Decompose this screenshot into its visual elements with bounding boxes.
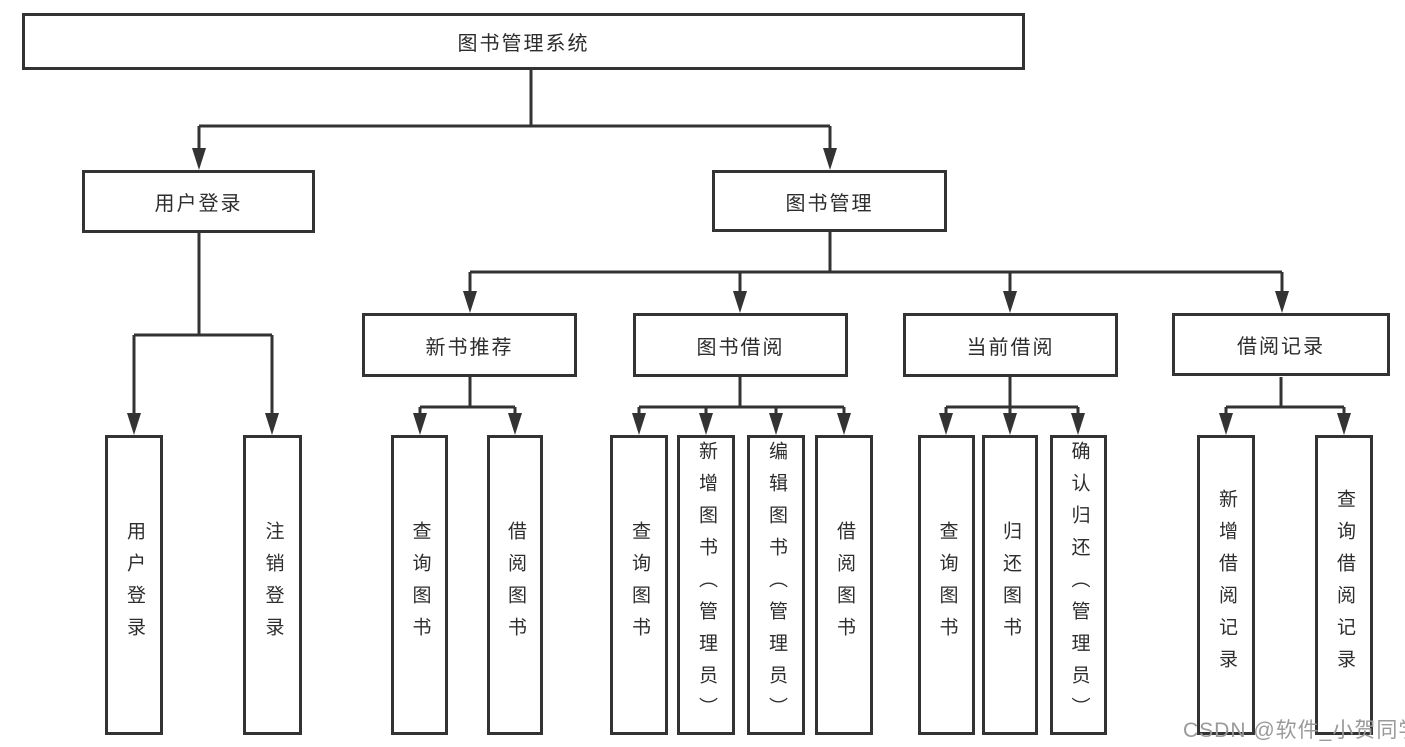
node-label: 当前借阅 (966, 336, 1055, 359)
node-label: 图书管理 (785, 192, 874, 215)
node-label: 用户登录 (123, 521, 145, 649)
node-label: 图书借阅 (696, 336, 785, 359)
node-label: 查询图书 (936, 521, 958, 649)
node-label: 查询图书 (628, 521, 650, 649)
leaf-borrowing-query-books: 查询图书 (610, 435, 668, 735)
leaf-return-books: 归还图书 (982, 435, 1038, 735)
node-new-book-recommend: 新书推荐 (362, 313, 577, 377)
node-label: 用户登录 (154, 193, 243, 215)
leaf-edit-books-admin: 编辑图书（管理员） (747, 435, 805, 735)
leaf-add-books-admin: 新增图书（管理员） (677, 435, 735, 735)
leaf-query-borrow-record: 查询借阅记录 (1315, 435, 1373, 735)
node-label: 借阅图书 (504, 521, 526, 649)
leaf-current-query-books: 查询图书 (918, 435, 975, 735)
leaf-recommend-borrow-books: 借阅图书 (487, 435, 543, 735)
node-label: 新书推荐 (425, 336, 514, 359)
leaf-confirm-return-admin: 确认归还（管理员） (1050, 435, 1107, 735)
node-label: 注销登录 (262, 521, 284, 649)
node-label: 确认归还（管理员） (1068, 441, 1090, 729)
node-label: 查询图书 (409, 521, 431, 649)
leaf-add-borrow-record: 新增借阅记录 (1197, 435, 1255, 735)
node-label: 查询借阅记录 (1333, 489, 1355, 681)
leaf-recommend-query-books: 查询图书 (391, 435, 448, 735)
node-borrowing-records: 借阅记录 (1172, 313, 1390, 376)
node-label: 新增图书（管理员） (695, 441, 717, 729)
node-label: 新增借阅记录 (1215, 489, 1237, 681)
node-current-borrowing: 当前借阅 (903, 313, 1118, 377)
node-book-management: 图书管理 (712, 170, 947, 232)
node-label: 图书管理系统 (457, 33, 590, 55)
node-user-login: 用户登录 (82, 170, 315, 233)
node-label: 借阅图书 (833, 521, 855, 649)
leaf-user-login: 用户登录 (105, 435, 163, 735)
leaf-logout: 注销登录 (243, 435, 302, 735)
csdn-watermark: CSDN @软件_小贺同学 (1183, 719, 1405, 742)
node-label: 借阅记录 (1237, 336, 1325, 358)
node-book-borrowing: 图书借阅 (633, 313, 848, 377)
leaf-borrow-books: 借阅图书 (815, 435, 873, 735)
node-label: 归还图书 (999, 521, 1021, 649)
node-label: 编辑图书（管理员） (765, 441, 787, 729)
node-library-management-system: 图书管理系统 (22, 13, 1025, 70)
